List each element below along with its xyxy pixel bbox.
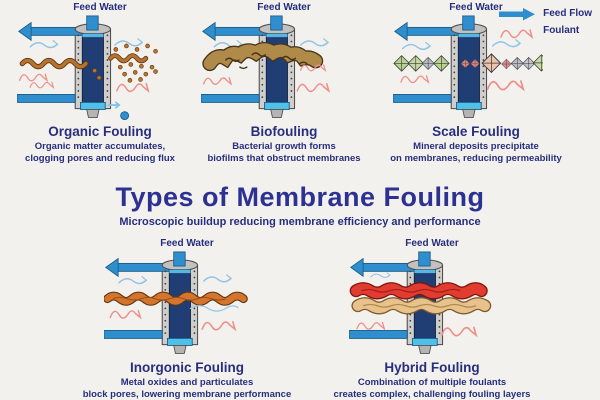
flow-arrow-icon: [491, 39, 521, 48]
panel-description: Bacterial growth forms biofilms that obs…: [207, 141, 361, 164]
legend-foulant: Foulant: [497, 22, 592, 39]
foulant-squiggle-icon: [296, 83, 330, 93]
page-title: Types of Membrane Fouling: [115, 182, 485, 212]
hybrid-tan-layer-icon: [351, 297, 492, 315]
flow-arrow-icon: [401, 41, 431, 50]
panel-biofouling: Feed Water Biofouling Bacterial gro: [194, 2, 374, 164]
page-subtitle: Microscopic buildup reducing membrane ef…: [119, 216, 481, 228]
flow-arrow-icon: [114, 38, 144, 47]
legend-feed-flow-label: Feed Flow: [543, 8, 592, 19]
panel-title: Scale Fouling: [432, 124, 520, 139]
organic-particles-icon: [92, 43, 158, 83]
legend-foulant-label: Foulant: [543, 25, 580, 36]
panel-description: Organic matter accumulates, clogging por…: [25, 141, 175, 164]
flow-arrow-icon: [299, 38, 329, 47]
flow-wave-icon: [189, 305, 239, 312]
foulant-squiggle-icon: [441, 326, 477, 337]
organic-foulant-strand-icon: [19, 53, 149, 70]
panel-description: Combination of multiple foulants creates…: [333, 377, 531, 400]
scale-fouling-illustration: [393, 15, 543, 118]
foulant-squiggle-icon: [201, 321, 236, 331]
panel-hybrid-fouling: Feed Water Hybrid Fouling Combination of…: [310, 238, 554, 400]
permeate-arrow-icon: [107, 101, 121, 109]
foulant-squiggle-icon: [356, 321, 385, 330]
panel-title: Organic Fouling: [48, 124, 152, 139]
feed-water-label: Feed Water: [257, 2, 311, 13]
panel-scale-fouling: Feed Water Scale Fouling Mineral d: [370, 2, 582, 164]
foulant-squiggle-icon: [109, 309, 142, 319]
flow-arrow-icon: [118, 275, 148, 285]
foulant-squiggle-icon: [400, 75, 429, 84]
legend: Feed Flow Foulant: [497, 5, 592, 39]
legend-feed-flow: Feed Flow: [497, 5, 592, 22]
organic-fouling-illustration: [17, 15, 158, 121]
panel-title: Biofouling: [250, 124, 318, 139]
flow-arrow-icon: [29, 39, 59, 49]
panel-title: Inorgonic Fouling: [130, 360, 244, 375]
hybrid-red-layer-icon: [349, 282, 488, 300]
water-droplet-icon: [120, 111, 130, 121]
panel-title: Hybrid Fouling: [384, 360, 480, 375]
biofilm-blob-icon: [202, 42, 324, 72]
foulant-squiggle-icon: [29, 81, 54, 89]
foulant-squiggle-icon: [486, 80, 525, 91]
feed-water-label: Feed Water: [160, 238, 214, 249]
biofouling-illustration: [201, 15, 330, 118]
flow-arrow-icon: [370, 272, 391, 278]
panel-description: Metal oxides and particulates block pore…: [82, 377, 292, 400]
panel-description: Mineral deposits precipitate on membrane…: [390, 141, 562, 164]
foulant-squiggle-icon: [116, 83, 150, 93]
panel-organic-fouling: Feed Water Org: [0, 2, 200, 164]
inorganic-fouling-illustration: [104, 251, 248, 354]
foulant-squiggle-icon: [18, 73, 48, 82]
hybrid-fouling-illustration: [349, 251, 492, 354]
panel-inorganic-fouling: Feed Water Inorgonic Fouling Metal oxide…: [68, 238, 306, 400]
foulant-squiggle-icon: [202, 77, 232, 85]
metal-oxide-band-icon: [104, 291, 248, 306]
feed-water-label: Feed Water: [73, 2, 127, 13]
feed-flow-arrow-icon: [499, 7, 536, 20]
flow-arrow-icon: [202, 274, 232, 283]
feed-water-label: Feed Water: [449, 2, 503, 13]
title-block: Types of Membrane Fouling Microscopic bu…: [0, 182, 600, 228]
feed-water-label: Feed Water: [405, 238, 459, 249]
